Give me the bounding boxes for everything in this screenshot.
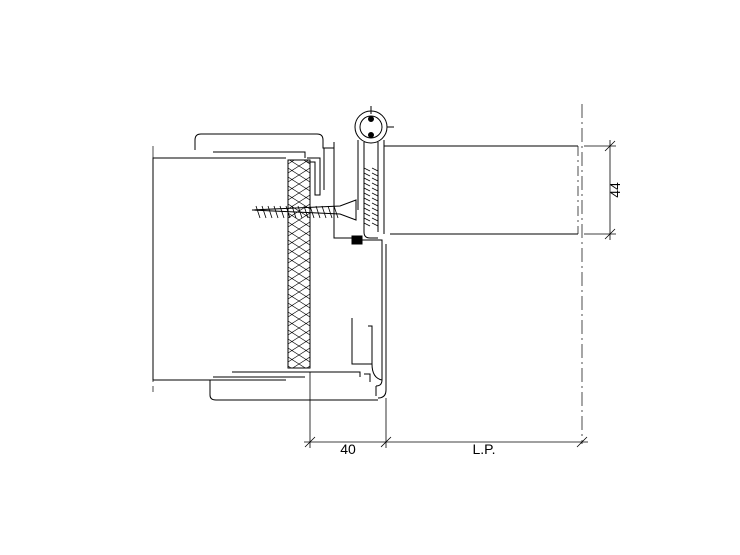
dimension-label-44: 44 bbox=[607, 182, 623, 198]
dimension-label-40: 40 bbox=[340, 441, 356, 457]
frame-inner-profile bbox=[307, 148, 387, 399]
dimension-frame-depth bbox=[304, 372, 588, 448]
frame-outer-shell bbox=[194, 133, 378, 401]
dimension-label-lp: L.P. bbox=[472, 441, 495, 457]
fixing-screw bbox=[251, 199, 357, 221]
dimension-leaf-thickness bbox=[584, 140, 616, 240]
hinge-pin-threads bbox=[363, 167, 379, 227]
hinge bbox=[351, 106, 394, 245]
insulation-strip bbox=[287, 159, 311, 369]
door-leaf bbox=[383, 104, 583, 444]
wall-block bbox=[152, 146, 286, 392]
